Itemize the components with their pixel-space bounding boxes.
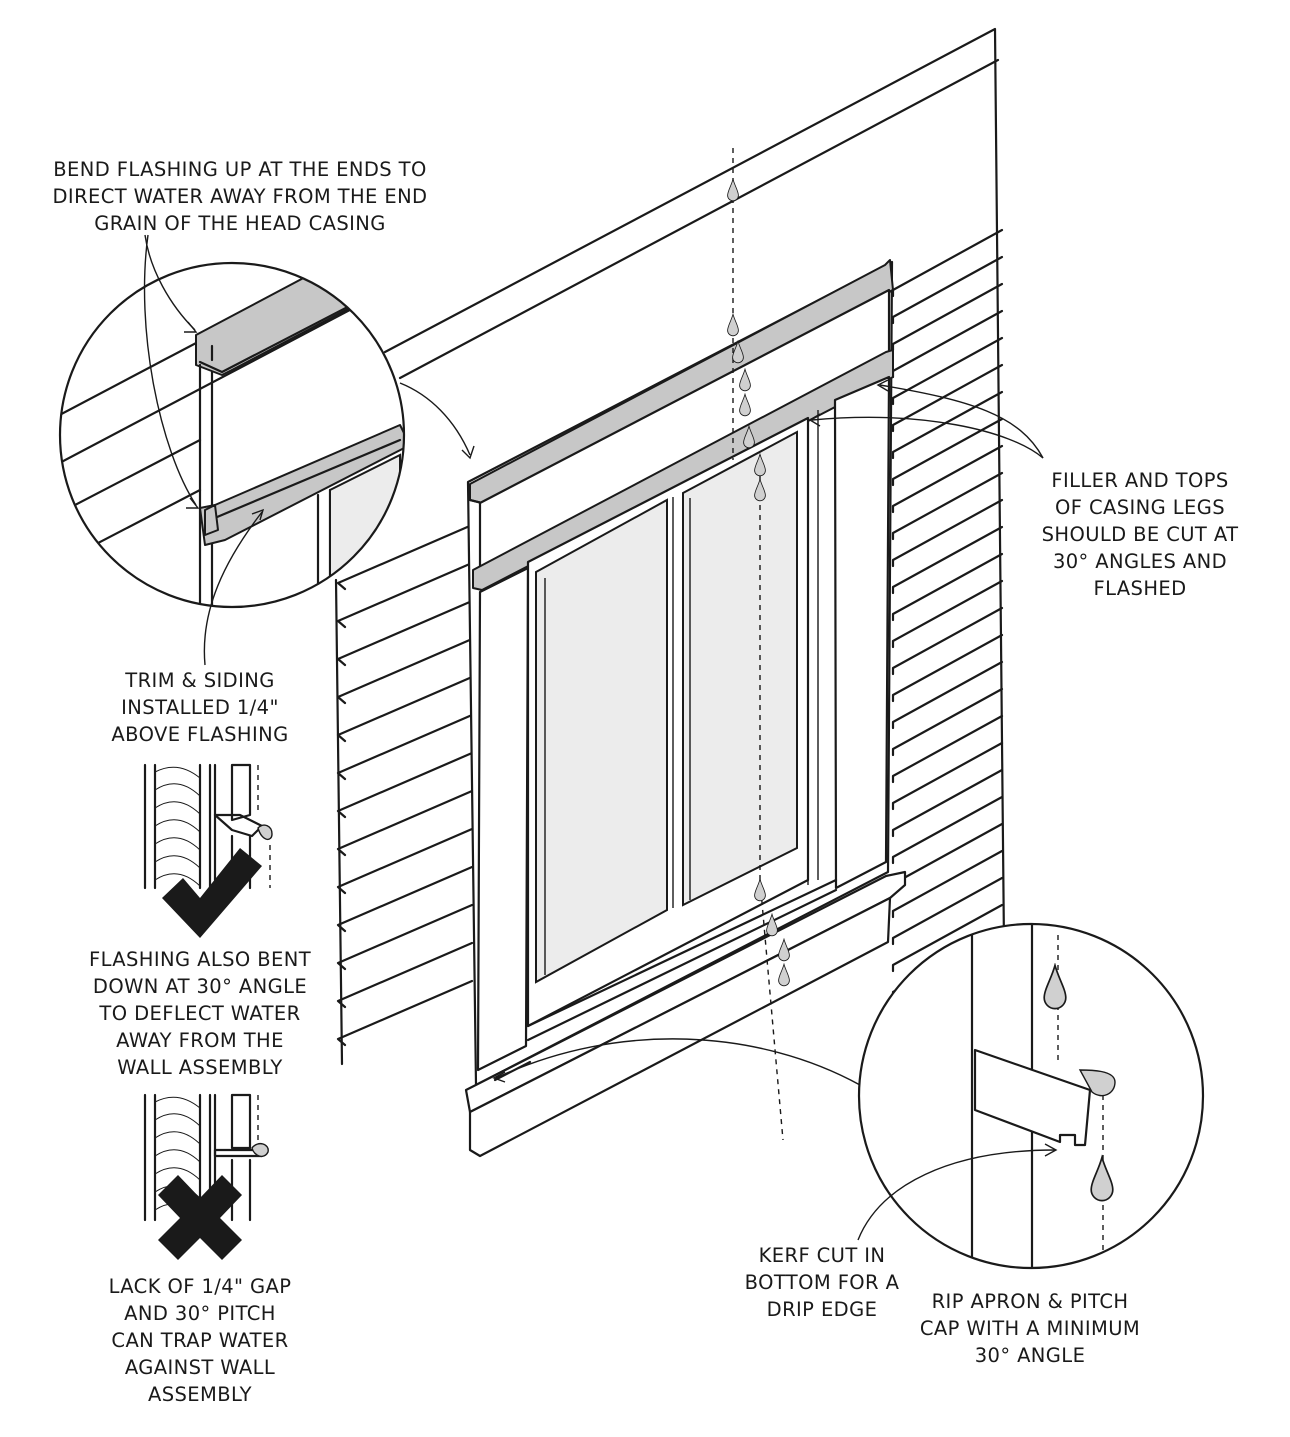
label-line: DOWN AT 30° ANGLE: [93, 975, 307, 998]
siding-course-line: [336, 865, 474, 933]
right-casing-leg: [833, 375, 891, 890]
water-path-center: [727, 148, 790, 1141]
callout-trim-siding: TRIM & SIDING INSTALLED 1/4" ABOVE FLASH…: [111, 669, 288, 746]
siding-course-line: [891, 876, 1004, 946]
label-line: RIP APRON & PITCH: [932, 1290, 1129, 1313]
siding-course-line: [336, 789, 474, 857]
label-line: DIRECT WATER AWAY FROM THE END: [53, 185, 428, 208]
siding-course-line: [891, 444, 1004, 514]
window-assembly: [464, 259, 907, 1158]
label-line: TRIM & SIDING: [124, 669, 274, 692]
siding-course-line: [336, 979, 474, 1047]
siding-course-line: [891, 714, 1004, 784]
label-line: GRAIN OF THE HEAD CASING: [94, 212, 386, 235]
siding-course-line: [891, 363, 1004, 433]
siding-course-line: [891, 498, 1004, 568]
siding-course-line: [891, 903, 1004, 973]
siding-course-line: [891, 390, 1004, 460]
label-line: KERF CUT IN: [759, 1244, 886, 1267]
siding-course-line: [336, 523, 474, 591]
callout-bend-flashing: BEND FLASHING UP AT THE ENDS TO DIRECT W…: [53, 158, 428, 235]
callout-flashing-bent: FLASHING ALSO BENT DOWN AT 30° ANGLE TO …: [89, 948, 311, 1079]
label-line: BEND FLASHING UP AT THE ENDS TO: [53, 158, 426, 181]
label-line: CAN TRAP WATER: [111, 1329, 288, 1352]
label-line: AGAINST WALL: [125, 1356, 275, 1379]
label-line: WALL ASSEMBLY: [117, 1056, 283, 1079]
label-line: TO DEFLECT WATER: [98, 1002, 300, 1025]
x-mark-icon: [158, 1175, 242, 1260]
callout-filler-tops: FILLER AND TOPS OF CASING LEGS SHOULD BE…: [1042, 469, 1239, 600]
label-line: DRIP EDGE: [767, 1298, 878, 1321]
siding-course-line: [891, 660, 1004, 730]
left-casing-leg: [476, 566, 530, 1072]
siding-course-line: [336, 675, 474, 743]
label-line: INSTALLED 1/4": [121, 696, 279, 719]
label-line: LACK OF 1/4" GAP: [109, 1275, 292, 1298]
leader-lines: [143, 234, 1058, 1241]
left-siding-courses: [336, 523, 474, 1047]
head-flashing-lower: [472, 349, 894, 591]
label-line: BOTTOM FOR A: [745, 1271, 900, 1294]
siding-course-line: [891, 417, 1004, 487]
label-line: 30° ANGLE: [975, 1344, 1086, 1367]
callout-rip-apron: RIP APRON & PITCH CAP WITH A MINIMUM 30°…: [920, 1290, 1140, 1367]
siding-course-line: [891, 282, 1004, 352]
siding-course-line: [336, 561, 474, 629]
siding-course-line: [891, 768, 1004, 838]
siding-course-line: [891, 633, 1004, 703]
siding-course-line: [891, 849, 1004, 919]
label-line: 30° ANGLES AND: [1053, 550, 1227, 573]
label-line: CAP WITH A MINIMUM: [920, 1317, 1140, 1340]
siding-course-line: [336, 599, 474, 667]
siding-course-line: [891, 336, 1004, 406]
section-detail-incorrect: [143, 1093, 269, 1260]
right-glass-pane: [682, 430, 798, 907]
water-drop-icon: [727, 313, 739, 337]
siding-course-line: [336, 637, 474, 705]
left-detail-magnifier: [58, 261, 406, 609]
siding-course-line: [336, 751, 474, 819]
label-line: AND 30° PITCH: [124, 1302, 276, 1325]
label-line: ABOVE FLASHING: [111, 723, 288, 746]
label-line: AWAY FROM THE: [116, 1029, 284, 1052]
label-line: FILLER AND TOPS: [1051, 469, 1228, 492]
water-drop-icon: [727, 178, 739, 202]
left-glass-pane: [535, 498, 668, 984]
label-line: SHOULD BE CUT AT: [1042, 523, 1239, 546]
siding-course-line: [891, 606, 1004, 676]
siding-course-line: [336, 941, 474, 1009]
siding-course-line: [891, 795, 1004, 865]
label-line: FLASHING ALSO BENT: [89, 948, 311, 971]
siding-course-line: [891, 579, 1004, 649]
callout-lack-of-gap: LACK OF 1/4" GAP AND 30° PITCH CAN TRAP …: [109, 1275, 292, 1406]
siding-course-line: [891, 741, 1004, 811]
section-detail-correct: [143, 763, 273, 938]
siding-course-line: [891, 471, 1004, 541]
siding-course-line: [336, 713, 474, 781]
siding-course-line: [891, 255, 1004, 325]
check-mark-icon: [162, 848, 262, 938]
siding-course-line: [336, 827, 474, 895]
siding-course-line: [891, 552, 1004, 622]
label-line: OF CASING LEGS: [1055, 496, 1225, 519]
right-siding-courses: [891, 228, 1004, 1000]
siding-course-line: [336, 903, 474, 971]
callout-kerf-cut: KERF CUT IN BOTTOM FOR A DRIP EDGE: [745, 1244, 900, 1321]
label-line: FLASHED: [1093, 577, 1186, 600]
right-detail-magnifier: [857, 922, 1205, 1270]
siding-course-line: [891, 525, 1004, 595]
label-line: ASSEMBLY: [148, 1383, 252, 1406]
siding-course-line: [891, 687, 1004, 757]
